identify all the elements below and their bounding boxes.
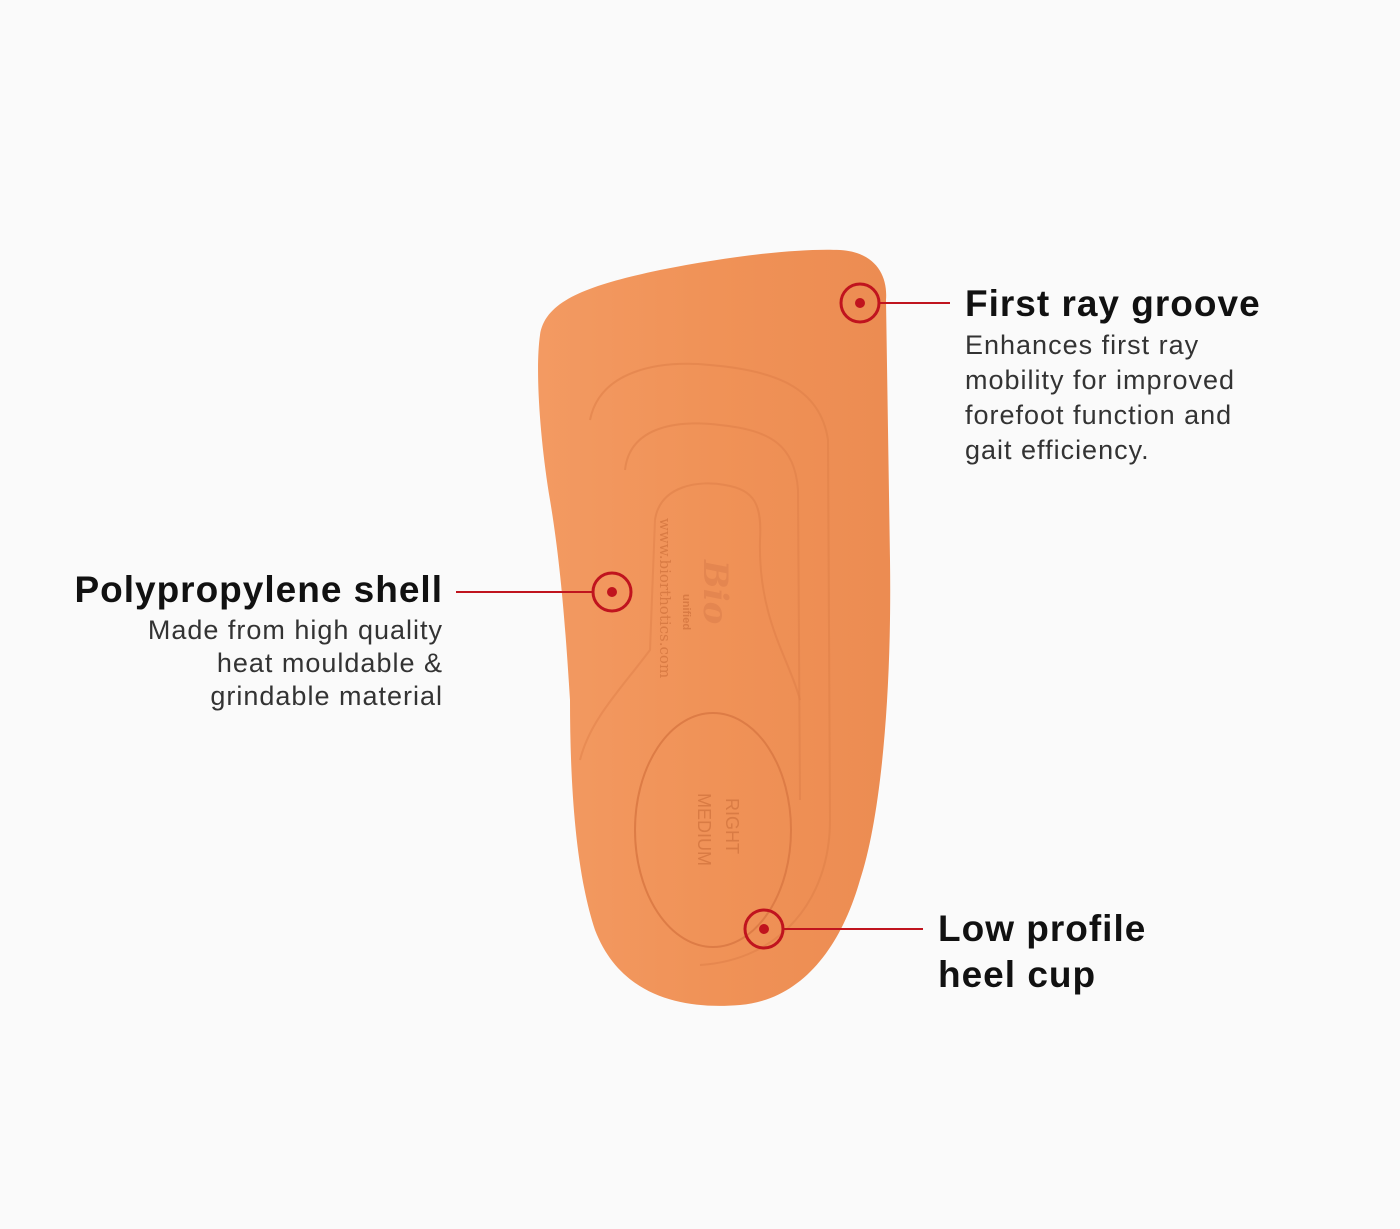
title-line: heel cup xyxy=(938,954,1097,995)
marker-shell xyxy=(456,571,633,613)
desc-line: grindable material xyxy=(210,681,443,711)
logo-sub-emboss: unified xyxy=(680,594,692,630)
side-emboss: RIGHT xyxy=(722,798,742,854)
shell-title: Polypropylene shell xyxy=(74,569,443,610)
desc-line: Enhances first ray xyxy=(965,330,1200,360)
heel-title: Low profile heel cup xyxy=(938,906,1146,998)
marker-first-ray xyxy=(839,282,950,324)
size-emboss: MEDIUM xyxy=(694,793,714,866)
desc-line: forefoot function and xyxy=(965,400,1233,430)
logo-emboss: Bio xyxy=(695,559,735,624)
website-emboss: www.biorthotics.com xyxy=(656,518,674,678)
title-line: Low profile xyxy=(938,908,1147,949)
first-ray-desc: Enhances first ray mobility for improved… xyxy=(965,328,1235,468)
desc-line: gait efficiency. xyxy=(965,435,1150,465)
shell-desc: Made from high quality heat mouldable & … xyxy=(148,614,443,713)
marker-heel xyxy=(743,908,923,950)
desc-line: Made from high quality xyxy=(147,615,443,645)
desc-line: heat mouldable & xyxy=(216,648,443,678)
insole: www.biorthotics.com Bio unified RIGHT ME… xyxy=(538,249,891,1006)
first-ray-title: First ray groove xyxy=(965,283,1261,324)
desc-line: mobility for improved xyxy=(965,365,1236,395)
